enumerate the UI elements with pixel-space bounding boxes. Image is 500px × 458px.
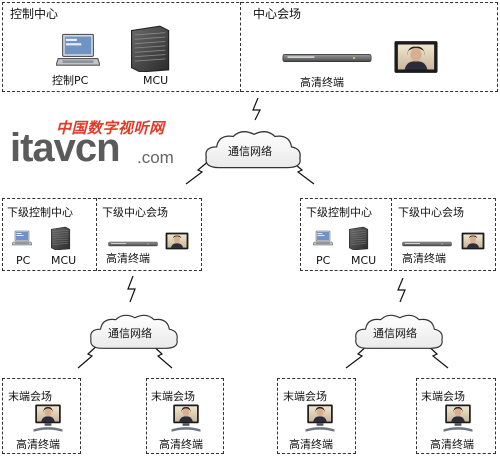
end-venue-title-2: 末端会场 bbox=[151, 390, 195, 403]
right-sub-pc-label: PC bbox=[316, 254, 331, 267]
end-venue-title-3: 末端会场 bbox=[283, 390, 327, 403]
left-sub-venue-title: 下级中心会场 bbox=[102, 206, 168, 219]
right-sub-venue-title: 下级中心会场 bbox=[398, 206, 464, 219]
hd-terminal-label: 高清终端 bbox=[300, 76, 344, 89]
right-sub-terminal-label: 高清终端 bbox=[402, 252, 446, 265]
end-terminal-icon bbox=[302, 402, 338, 436]
top-divider bbox=[240, 2, 241, 92]
end-venue-panel-1 bbox=[2, 378, 81, 454]
main-network-label: 通信网络 bbox=[228, 145, 272, 158]
display-screen-icon bbox=[460, 232, 486, 250]
left-network-label: 通信网络 bbox=[108, 327, 152, 340]
right-sub-mcu-label: MCU bbox=[351, 254, 377, 267]
display-screen-icon bbox=[164, 232, 190, 250]
control-pc-label: 控制PC bbox=[52, 74, 89, 87]
end-terminal-icon bbox=[440, 402, 476, 436]
end-terminal-icon bbox=[168, 402, 204, 436]
codec-device-icon bbox=[402, 240, 452, 248]
end-terminal-label-4: 高清终端 bbox=[430, 438, 474, 451]
left-sub-control-title: 下级控制中心 bbox=[7, 206, 73, 219]
right-subcenter-divider bbox=[391, 198, 392, 271]
mcu-label: MCU bbox=[143, 74, 169, 87]
mcu-rack-icon bbox=[346, 226, 370, 250]
laptop-icon bbox=[12, 230, 32, 248]
left-sub-pc-label: PC bbox=[16, 254, 31, 267]
mcu-rack-icon bbox=[48, 226, 72, 250]
control-center-title: 控制中心 bbox=[10, 7, 59, 21]
watermark-suffix: .com bbox=[137, 148, 174, 167]
codec-device-icon bbox=[108, 240, 158, 248]
watermark-cn: 中国数字视听网 bbox=[56, 119, 165, 137]
end-terminal-label-3: 高清终端 bbox=[289, 438, 333, 451]
laptop-icon bbox=[313, 230, 333, 248]
right-sub-control-title: 下级控制中心 bbox=[306, 206, 372, 219]
end-terminal-icon bbox=[30, 402, 66, 436]
end-terminal-label-1: 高清终端 bbox=[16, 438, 60, 451]
left-sub-terminal-label: 高清终端 bbox=[106, 252, 150, 265]
center-venue-title: 中心会场 bbox=[253, 7, 302, 21]
left-subcenter-divider bbox=[96, 198, 97, 271]
watermark-logo: itavcn bbox=[10, 126, 121, 170]
right-network-label: 通信网络 bbox=[373, 327, 417, 340]
end-terminal-label-2: 高清终端 bbox=[159, 438, 203, 451]
end-venue-title-4: 末端会场 bbox=[421, 390, 465, 403]
left-sub-mcu-label: MCU bbox=[51, 254, 77, 267]
end-venue-title-1: 末端会场 bbox=[8, 390, 52, 403]
